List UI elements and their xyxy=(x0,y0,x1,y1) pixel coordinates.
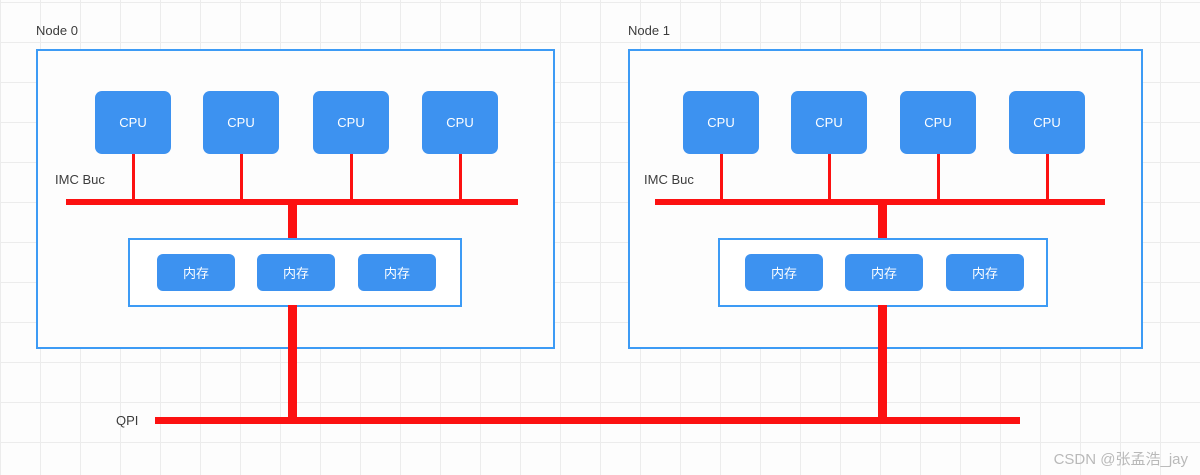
node-1-memory-to-qpi-wire xyxy=(878,305,887,420)
watermark: CSDN @张孟浩_jay xyxy=(1053,451,1188,468)
node-0-cpu-3-wire xyxy=(459,154,462,202)
node-1-cpu-2[interactable]: CPU xyxy=(900,91,976,154)
node-0-imc-bus-label: IMC Buc xyxy=(55,172,105,187)
node-1-cpu-1[interactable]: CPU xyxy=(791,91,867,154)
node-1-bus-to-memory-wire xyxy=(878,199,887,239)
node-1-memory-2[interactable]: 内存 xyxy=(946,254,1024,291)
node-1-cpu-0[interactable]: CPU xyxy=(683,91,759,154)
qpi-label: QPI xyxy=(116,413,139,428)
node-0-memory-2[interactable]: 内存 xyxy=(358,254,436,291)
node-0-cpu-3[interactable]: CPU xyxy=(422,91,498,154)
node-0-memory-1[interactable]: 内存 xyxy=(257,254,335,291)
node-1-memory-0[interactable]: 内存 xyxy=(745,254,823,291)
node-1-memory-1[interactable]: 内存 xyxy=(845,254,923,291)
node-1-cpu-3[interactable]: CPU xyxy=(1009,91,1085,154)
node-1-label: Node 1 xyxy=(628,23,670,38)
node-0-bus-to-memory-wire xyxy=(288,199,297,239)
node-1-cpu-3-wire xyxy=(1046,154,1049,202)
node-0-label: Node 0 xyxy=(36,23,78,38)
node-0-cpu-0-wire xyxy=(132,154,135,202)
node-0-cpu-1[interactable]: CPU xyxy=(203,91,279,154)
node-1-cpu-0-wire xyxy=(720,154,723,202)
node-0-memory-0[interactable]: 内存 xyxy=(157,254,235,291)
node-0-cpu-2[interactable]: CPU xyxy=(313,91,389,154)
node-0-memory-to-qpi-wire xyxy=(288,305,297,420)
qpi-bus xyxy=(155,417,1020,424)
node-1-cpu-2-wire xyxy=(937,154,940,202)
node-0-cpu-0[interactable]: CPU xyxy=(95,91,171,154)
node-1-cpu-1-wire xyxy=(828,154,831,202)
node-1-imc-bus-label: IMC Buc xyxy=(644,172,694,187)
node-0-cpu-2-wire xyxy=(350,154,353,202)
node-0-cpu-1-wire xyxy=(240,154,243,202)
